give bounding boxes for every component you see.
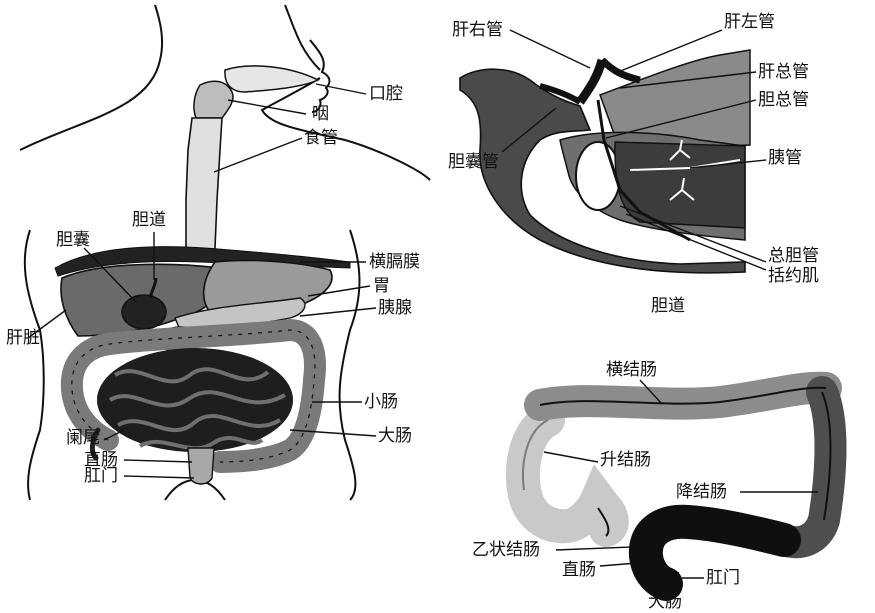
label-gallbladder: 胆囊 [56, 232, 90, 249]
biliary-pancreas [615, 142, 745, 228]
label-colon-anus: 肛门 [706, 570, 740, 587]
label-esophagus: 食管 [304, 130, 338, 147]
gallbladder-shape [122, 295, 166, 329]
label-left-hepatic-duct: 肝左管 [724, 14, 775, 31]
esophagus-tube [186, 118, 222, 260]
label-liver: 肝脏 [6, 330, 40, 347]
label-ascending-colon: 升结肠 [600, 452, 651, 469]
label-diaphragm: 横膈膜 [369, 254, 420, 271]
biliary-tract-figure [460, 30, 766, 273]
label-stomach: 胃 [373, 278, 390, 295]
label-common-bile-duct: 胆总管 [758, 92, 809, 109]
label-common-bile-duct-2: 总胆管 [768, 248, 819, 265]
label-colon-rectum: 直肠 [562, 562, 596, 579]
label-bile-duct: 胆道 [132, 212, 166, 229]
label-pancreas: 胰腺 [378, 300, 412, 317]
label-large-intestine: 大肠 [378, 428, 412, 445]
label-sphincter: 括约肌 [768, 268, 819, 285]
label-descending-colon: 降结肠 [676, 484, 727, 501]
small-intestine-mass [97, 348, 293, 452]
label-right-hepatic-duct: 肝右管 [452, 22, 503, 39]
label-common-hepatic-duct: 肝总管 [758, 64, 809, 81]
face-profile [310, 40, 329, 112]
label-pharynx: 咽 [312, 106, 329, 123]
label-mouth: 口腔 [369, 86, 403, 103]
caption-biliary: 胆道 [651, 298, 685, 315]
duodenum-lumen [576, 142, 620, 210]
label-sigmoid-colon: 乙状结肠 [472, 542, 540, 559]
label-pancreatic-duct: 胰管 [768, 150, 802, 167]
ascending-colon [523, 420, 612, 530]
transverse-colon [540, 388, 826, 405]
label-transverse-colon: 横结肠 [606, 362, 657, 379]
label-cystic-duct: 胆囊管 [448, 154, 499, 171]
label-anus: 肛门 [84, 468, 118, 485]
label-appendix: 阑尾 [66, 430, 100, 447]
caption-colon: 大肠 [648, 594, 682, 611]
label-small-intestine: 小肠 [364, 394, 398, 411]
anus-block [655, 572, 679, 584]
pharynx-shape [194, 81, 233, 118]
